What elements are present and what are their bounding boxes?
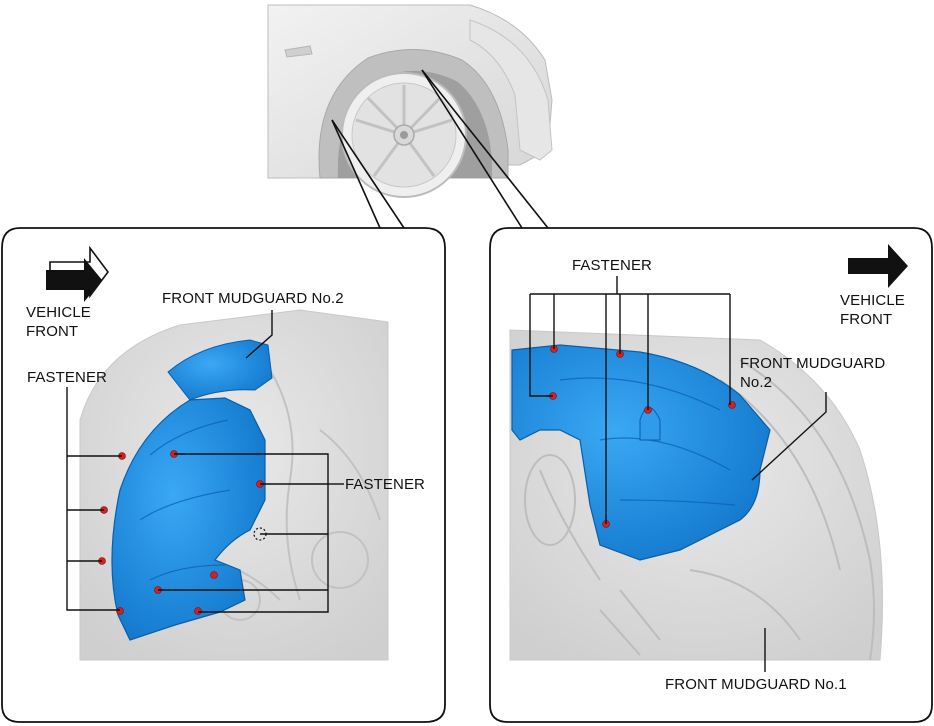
right-front-mudguard-no2-label: FRONT MUDGUARD No.2 xyxy=(740,355,886,391)
left-detail-panel xyxy=(1,227,446,723)
left-vehicle-front-label: VEHICLE FRONT xyxy=(26,304,91,340)
right-detail-panel xyxy=(489,227,933,723)
right-mudguard-part xyxy=(511,344,771,561)
right-front-mudguard-no1-label: FRONT MUDGUARD No.1 xyxy=(665,676,847,693)
vehicle-front-arrow-left xyxy=(46,245,109,302)
left-front-mudguard-no2-label: FRONT MUDGUARD No.2 xyxy=(162,290,344,307)
left-fastener-label: FASTENER xyxy=(27,369,107,386)
car-front-corner xyxy=(267,4,553,198)
vehicle-front-arrow-right xyxy=(848,244,908,288)
callout-lines xyxy=(331,69,549,229)
left-fastener-right-label: FASTENER xyxy=(345,476,425,493)
right-vehicle-front-label: VEHICLE FRONT xyxy=(840,292,905,328)
right-fastener-label: FASTENER xyxy=(572,257,652,274)
front-mudguard-no2-part xyxy=(167,339,273,401)
